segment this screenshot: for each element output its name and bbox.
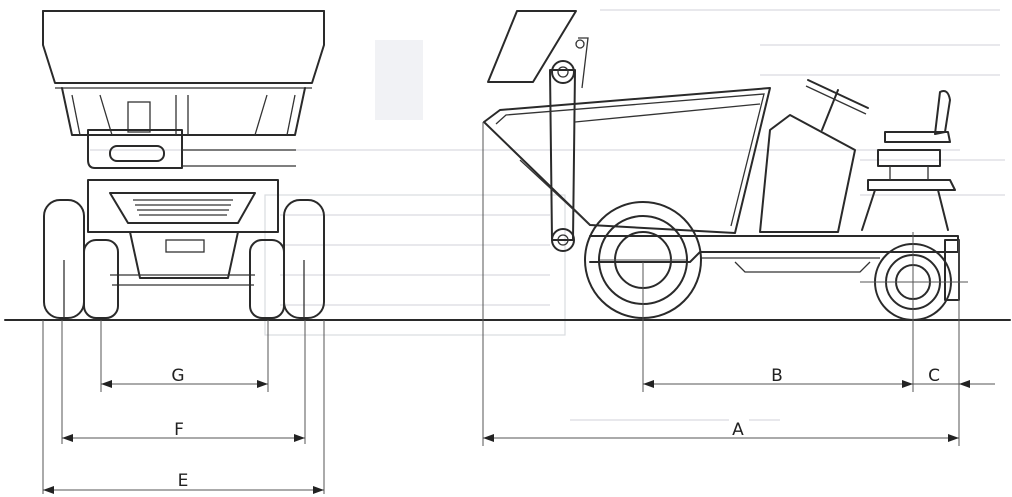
dimension-label-b: B xyxy=(771,366,783,386)
label-bg-c xyxy=(924,364,944,382)
side-lift-arm xyxy=(549,60,576,252)
label-bg-b xyxy=(768,364,788,382)
front-wheel-inner-right xyxy=(249,239,285,319)
dimension-label-c: C xyxy=(928,366,940,386)
side-engine-housing xyxy=(759,79,869,233)
front-dimension-lines xyxy=(42,320,325,494)
side-front-wheel xyxy=(860,243,968,321)
front-view xyxy=(42,10,325,319)
front-radiator xyxy=(87,179,279,233)
dimension-label-a: A xyxy=(732,420,744,440)
front-upper-frame xyxy=(61,87,306,136)
label-bg-e xyxy=(174,469,194,487)
dimension-label-f: F xyxy=(174,420,184,440)
dimension-label-e: E xyxy=(178,471,189,491)
label-bg-f xyxy=(170,418,190,436)
side-seat xyxy=(861,90,956,231)
front-wheel-inner-left xyxy=(83,239,119,319)
side-dimension-lines xyxy=(482,122,995,446)
dimension-label-g: G xyxy=(171,366,184,386)
side-view xyxy=(483,10,968,321)
bleed-through-background xyxy=(90,9,1005,421)
front-skip-outline xyxy=(42,10,325,89)
label-bg-g xyxy=(169,364,189,382)
label-bg-a xyxy=(729,418,749,436)
front-lower-body xyxy=(110,231,255,286)
front-engine-box xyxy=(87,129,296,169)
side-skip xyxy=(483,87,771,234)
side-tip-flap xyxy=(487,10,589,89)
